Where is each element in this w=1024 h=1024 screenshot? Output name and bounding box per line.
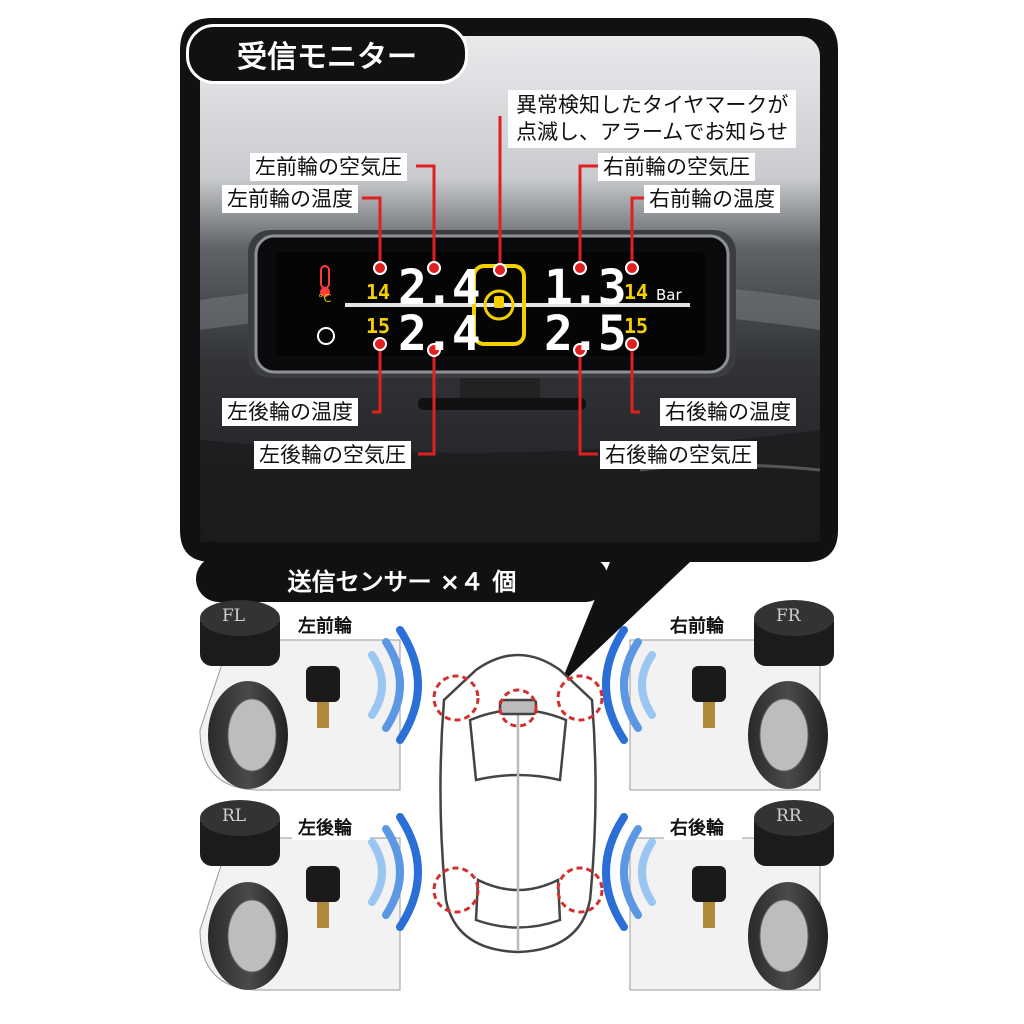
display-rl-pressure: 2.4	[398, 306, 481, 362]
wheel-label-rl: 左後輪	[298, 818, 352, 839]
display-unit-temp: °C	[318, 292, 332, 305]
cap-rl-text: RL	[222, 806, 247, 826]
display-fl-pressure: 2.4	[398, 260, 481, 316]
display-fl-temp: 14	[366, 280, 391, 304]
display-rl-temp: 15	[366, 314, 391, 338]
wheel-label-fl: 左前輪	[298, 616, 352, 637]
display-unit-pressure: Bar	[656, 286, 682, 304]
wheel-label-fr: 右前輪	[670, 616, 724, 637]
annotation-rl-pressure: 左後輪の空気圧	[254, 441, 411, 469]
annotation-alert: 異常検知したタイヤマークが 点滅し、アラームでお知らせ	[508, 90, 797, 148]
cap-rr-text: RR	[776, 806, 802, 826]
wheel-label-rr: 右後輪	[670, 818, 724, 839]
annotation-fr-temp: 右前輪の温度	[644, 185, 780, 213]
sensors-title-pill: 送信センサー ×４ 個	[196, 556, 608, 602]
annotation-fr-pressure: 右前輪の空気圧	[598, 153, 755, 181]
annotation-fl-temp: 左前輪の温度	[222, 185, 358, 213]
display-rr-pressure: 2.5	[544, 306, 627, 362]
cap-fl-text: FL	[222, 606, 246, 626]
annotation-rr-pressure: 右後輪の空気圧	[600, 441, 757, 469]
annotation-rr-temp: 右後輪の温度	[660, 398, 796, 426]
display-fr-pressure: 1.3	[544, 260, 627, 316]
cap-fr-text: FR	[776, 606, 801, 626]
monitor-title-pill: 受信モニター	[186, 24, 468, 84]
annotation-fl-pressure: 左前輪の空気圧	[250, 153, 407, 181]
display-fr-temp: 14	[624, 280, 649, 304]
annotation-rl-temp: 左後輪の温度	[222, 398, 358, 426]
display-rr-temp: 15	[624, 314, 649, 338]
